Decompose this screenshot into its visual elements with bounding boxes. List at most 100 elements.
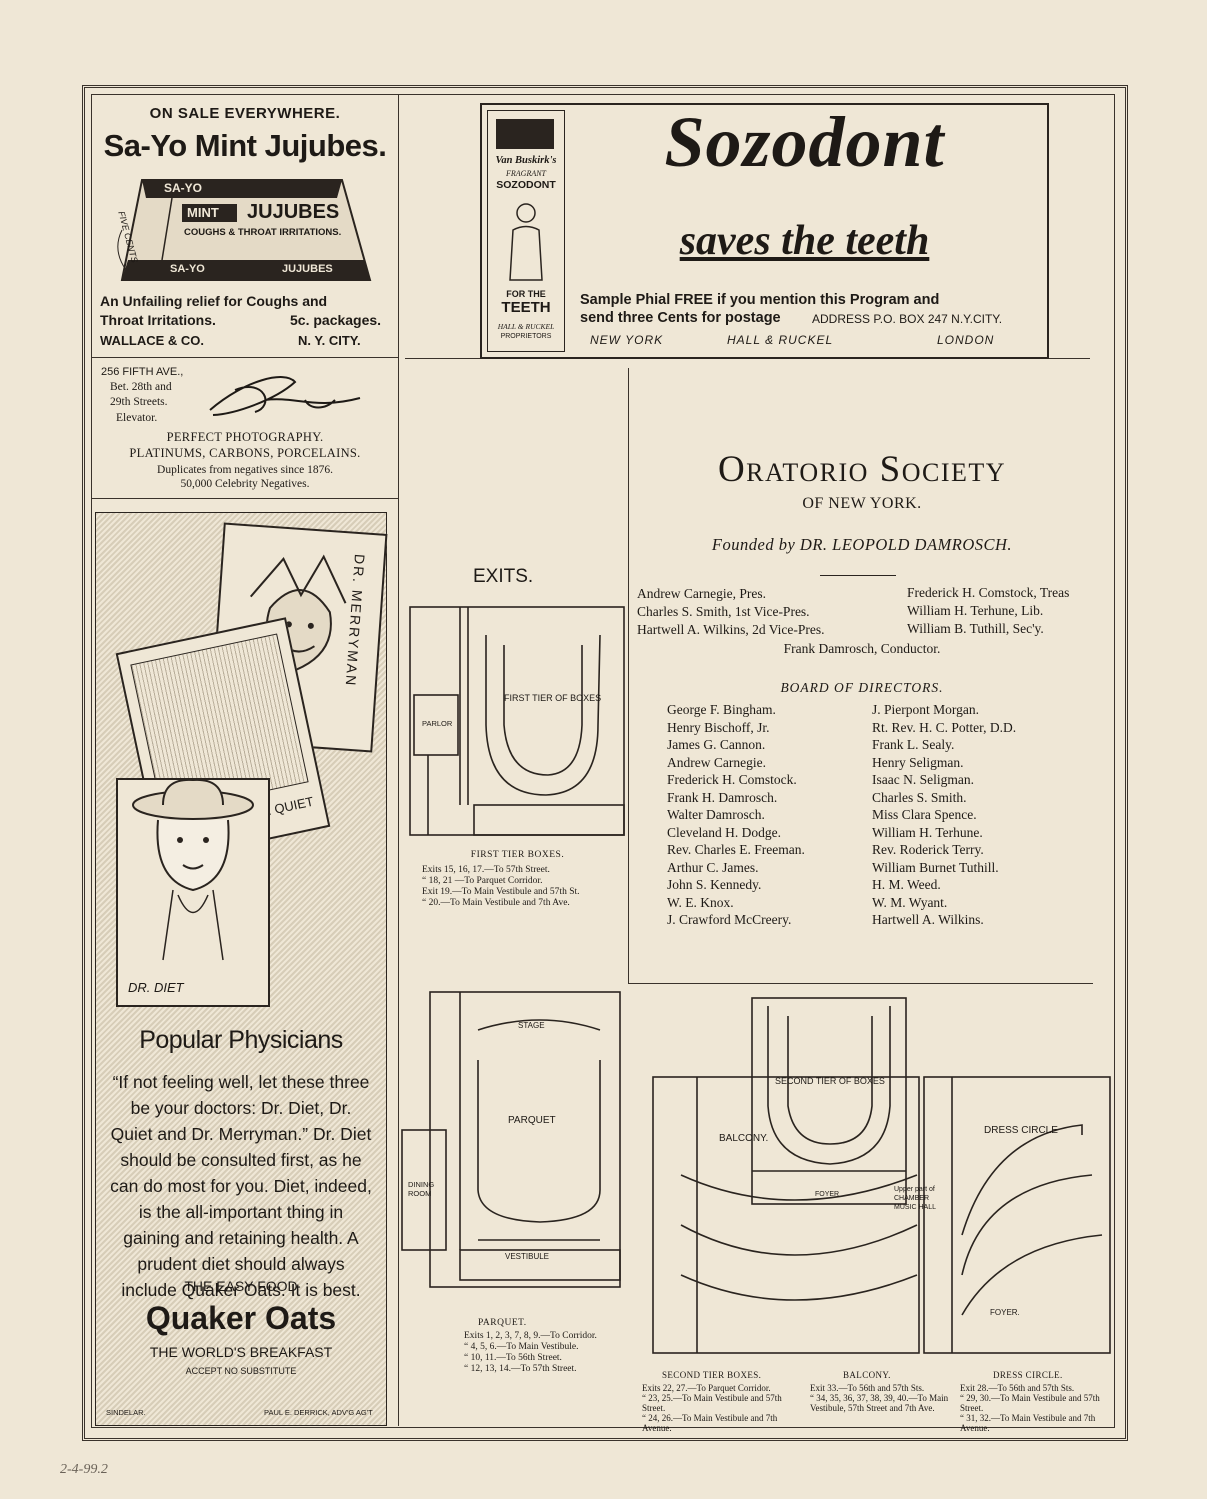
exit-line: Exit 28.—To 56th and 57th Sts. xyxy=(960,1383,1075,1393)
parquet-lines: Exits 1, 2, 3, 7, 8, 9.—To Corridor. “ 4… xyxy=(464,1331,597,1375)
diet-label: DR. DIET xyxy=(128,980,184,995)
parlor-label: PARLOR xyxy=(422,719,453,728)
society-title: Oratorio Society xyxy=(717,449,1007,490)
quaker-accept: ACCEPT NO SUBSTITUTE xyxy=(185,1366,297,1376)
society-subtitle: OF NEW YORK. xyxy=(802,495,922,512)
sozodont-city2: HALL & RUCKEL xyxy=(727,333,834,347)
director: Andrew Carnegie. xyxy=(667,754,766,770)
officer: Frederick H. Comstock, Treas xyxy=(907,585,1070,600)
exit-line: “ 24, 26.—To Main Vestibule and 7th Aven… xyxy=(642,1413,778,1433)
photo-line4: 50,000 Celebrity Negatives. xyxy=(180,478,310,490)
box-jujubes: JUJUBES xyxy=(247,201,340,223)
photo-elevator: Elevator. xyxy=(116,412,158,424)
exit-line: “ 31, 32.—To Main Vestibule and 7th Aven… xyxy=(960,1413,1096,1433)
first-tier-caption: FIRST TIER BOXES. xyxy=(470,850,565,860)
director: John S. Kennedy. xyxy=(667,877,762,892)
quaker-easy-food: THE EASY FOOD xyxy=(184,1278,298,1294)
bottle-maker: Van Buskirk's xyxy=(495,155,557,166)
exit-line: Exits 22, 27.—To Parquet Corridor. xyxy=(642,1383,771,1393)
bottle-name: SOZODONT xyxy=(496,179,556,191)
balcony-lines: Exit 33.—To 56th and 57th Sts. “ 34, 35,… xyxy=(810,1383,958,1413)
second-tier-plan: SECOND TIER OF BOXES FOYER xyxy=(750,996,908,1206)
vestibule-label: VESTIBULE xyxy=(505,1252,550,1261)
bottle-cap xyxy=(496,119,554,149)
officers-left: Andrew Carnegie, Pres. Charles S. Smith,… xyxy=(637,585,825,639)
exits-heading: EXITS. xyxy=(473,566,534,587)
ad-divider xyxy=(91,498,398,499)
officer: William H. Terhune, Lib. xyxy=(907,603,1044,618)
director: W. M. Wyant. xyxy=(872,894,948,910)
director: Rev. Charles E. Freeman. xyxy=(667,842,805,857)
officer: William B. Tuthill, Sec'y. xyxy=(907,621,1044,636)
photo-address: 256 FIFTH AVE., xyxy=(101,366,184,378)
director: Walter Damrosch. xyxy=(667,807,765,822)
sozodont-offer-line1: Sample Phial FREE if you mention this Pr… xyxy=(580,292,940,308)
stage-label: STAGE xyxy=(518,1021,545,1030)
ad-divider xyxy=(91,357,398,358)
bottle-teeth: TEETH xyxy=(501,299,551,316)
quaker-brand: Quaker Oats xyxy=(145,1300,337,1336)
exit-line: Exits 15, 16, 17.—To 57th Street. xyxy=(422,865,550,875)
balcony-label: BALCONY. xyxy=(719,1133,769,1144)
quaker-body: “If not feeling well, let these three be… xyxy=(110,1072,372,1300)
box-brand: SA-YO xyxy=(164,181,203,195)
director: W. E. Knox. xyxy=(667,894,734,910)
dress-circle-label: DRESS CIRCLE xyxy=(984,1125,1058,1136)
photo-line1: PERFECT PHOTOGRAPHY. xyxy=(166,430,324,444)
sozodont-bottle: Van Buskirk's FRAGRANT SOZODONT FOR THE … xyxy=(487,110,565,352)
photo-between: Bet. 28th and xyxy=(110,381,172,393)
page-border xyxy=(82,85,1128,1441)
first-tier-label: FIRST TIER OF BOXES xyxy=(504,693,602,703)
box-line: COUGHS & THROAT IRRITATIONS. xyxy=(184,227,342,238)
product-title: Sa-Yo Mint Jujubes. xyxy=(103,128,387,163)
bottle-fragrant: FRAGRANT xyxy=(506,169,546,178)
exit-line: “ 20.—To Main Vestibule and 7th Ave. xyxy=(422,898,570,908)
box-bottom-jujubes: JUJUBES xyxy=(282,263,333,275)
officer: Hartwell A. Wilkins, 2d Vice-Pres. xyxy=(637,622,825,637)
board-heading: BOARD OF DIRECTORS. xyxy=(780,680,944,695)
quaker-ad: DR. MERRYMAN DR. QUIET DR. DIET Popular … xyxy=(95,512,388,1426)
sozodont-ad: Van Buskirk's FRAGRANT SOZODONT FOR THE … xyxy=(480,102,1049,359)
director: J. Crawford McCreery. xyxy=(667,912,792,927)
exit-line: “ 12, 13, 14.—To 57th Street. xyxy=(464,1364,577,1374)
exit-line: Exit 19.—To Main Vestibule and 57th St. xyxy=(422,887,580,897)
quaker-tagline: THE WORLD'S BREAKFAST xyxy=(149,1344,333,1360)
board-right: J. Pierpont Morgan. Rt. Rev. H. C. Potte… xyxy=(872,701,1016,929)
director: Isaac N. Seligman. xyxy=(872,772,974,787)
director: Henry Bischoff, Jr. xyxy=(667,719,770,735)
second-tier-lines: Exits 22, 27.—To Parquet Corridor. “ 23,… xyxy=(642,1383,802,1433)
officers-right: Frederick H. Comstock, Treas William H. … xyxy=(907,584,1069,638)
box-mint: MINT xyxy=(187,205,219,220)
jujubes-box-illustration: SA-YO MINT JUJUBES COUGHS & THROAT IRRIT… xyxy=(112,170,377,290)
balcony-plan: BALCONY. xyxy=(651,1075,921,1355)
column-divider xyxy=(398,94,399,1426)
exit-line: “ 18, 21 —To Parquet Corridor. xyxy=(422,876,543,886)
company: WALLACE & CO. xyxy=(100,333,204,348)
sozodont-city1: NEW YORK xyxy=(590,333,664,347)
foyer-label: FOYER xyxy=(815,1191,840,1198)
sozodont-slogan: saves the teeth xyxy=(679,218,930,264)
society-border-left xyxy=(628,368,629,983)
director: Henry Seligman. xyxy=(872,754,964,770)
director: Frank H. Damrosch. xyxy=(667,789,778,805)
director: William H. Terhune. xyxy=(872,824,983,840)
photo-line2: PLATINUMS, CARBONS, PORCELAINS. xyxy=(129,446,361,460)
exit-line: “ 10, 11.—To 56th Street. xyxy=(464,1353,562,1363)
exit-line: “ 23, 25.—To Main Vestibule and 57th Str… xyxy=(642,1393,782,1413)
exit-line: “ 4, 5, 6.—To Main Vestibule. xyxy=(464,1342,579,1352)
dress-circle-plan: DRESS CIRCLE Upper part of CHAMBER MUSIC… xyxy=(894,1075,1112,1355)
officer: Andrew Carnegie, Pres. xyxy=(637,586,766,601)
director: Frederick H. Comstock. xyxy=(667,772,797,787)
director: Frank L. Sealy. xyxy=(872,737,955,752)
handwritten-note: 2-4-99.2 xyxy=(60,1462,108,1477)
director: Cleveland H. Dodge. xyxy=(667,824,781,840)
exit-line: Exits 1, 2, 3, 7, 8, 9.—To Corridor. xyxy=(464,1331,597,1341)
first-tier-lines: Exits 15, 16, 17.—To 57th Street. “ 18, … xyxy=(422,865,580,909)
box-bottom-brand: SA-YO xyxy=(170,263,205,275)
photographer-signature xyxy=(205,370,370,422)
board-left: George F. Bingham. Henry Bischoff, Jr. J… xyxy=(667,701,805,929)
director: James G. Cannon. xyxy=(667,737,766,752)
photo-line3: Duplicates from negatives since 1876. xyxy=(157,464,333,476)
society-founded: Founded by DR. LEOPOLD DAMROSCH. xyxy=(711,535,1013,554)
director: H. M. Weed. xyxy=(872,877,941,892)
